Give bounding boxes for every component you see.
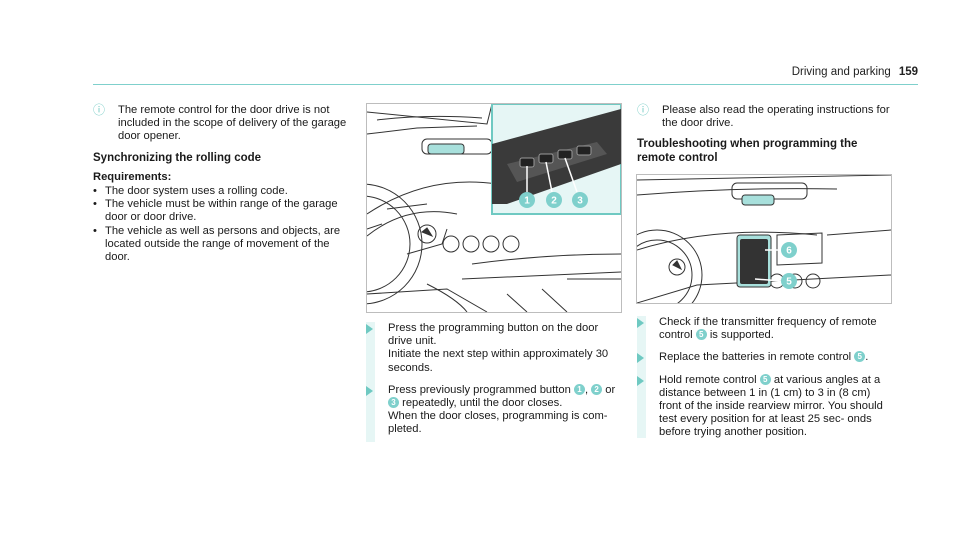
- step-text-part: ,: [584, 383, 589, 396]
- step-stripe: [366, 322, 375, 442]
- note-text: The remote control for the door drive is…: [118, 104, 347, 143]
- dashboard-illustration: 6 5: [637, 175, 891, 303]
- list-item: The vehicle must be within range of the …: [93, 198, 348, 224]
- dashboard-illustration: 1 2 3: [367, 104, 621, 312]
- section-heading: Troubleshooting when programming the rem…: [637, 138, 858, 164]
- step-item: Press previously programmed button 1, 2 …: [366, 383, 622, 437]
- step-text-part: is supported.: [709, 329, 774, 342]
- page-header: Driving and parking 159: [792, 66, 918, 78]
- callout-6: 6: [786, 246, 792, 257]
- callout-5: 5: [786, 277, 792, 288]
- column-3: ⓘ Please also read the operating instruc…: [637, 103, 893, 171]
- step-item: Press the programming button on the door…: [366, 322, 622, 375]
- step-item: Replace the batteries in remote control …: [637, 351, 893, 364]
- column-2: Press the programming button on the door…: [366, 322, 622, 446]
- step-text-part: .: [865, 351, 869, 364]
- step-text-part: Press previously programmed button: [388, 383, 571, 396]
- step-text-part: at various angles at a distance between …: [659, 373, 883, 439]
- badge-5: 5: [854, 351, 866, 363]
- requirements-title: Requirements:: [93, 170, 172, 183]
- arrow-icon: [637, 318, 644, 328]
- arrow-icon: [637, 375, 644, 386]
- step-text-part: Check if the transmitter frequency of re…: [659, 316, 877, 342]
- figure-rearview-mirror-buttons: 1 2 3: [366, 103, 622, 313]
- callout-2: 2: [551, 196, 557, 207]
- step-text-part: repeatedly, until the door closes.: [402, 397, 563, 410]
- badge-3: 3: [388, 397, 399, 409]
- list-item: The vehicle as well as persons and objec…: [93, 225, 348, 265]
- callout-1: 1: [524, 196, 530, 207]
- callout-3: 3: [577, 196, 583, 207]
- step-item: Hold remote control 5 at various angles …: [637, 373, 893, 440]
- badge-5: 5: [695, 329, 707, 341]
- section-heading: Synchronizing the rolling code: [93, 151, 262, 164]
- info-icon: ⓘ: [637, 103, 650, 117]
- page-number: 159: [898, 66, 918, 78]
- step-text: Press the programming button on the door…: [388, 322, 599, 348]
- arrow-icon: [366, 324, 373, 334]
- list-item: The door system uses a rolling code.: [93, 185, 348, 198]
- step-item: Check if the transmitter frequency of re…: [637, 316, 893, 342]
- badge-5: 5: [759, 373, 771, 385]
- badge-2: 2: [591, 383, 603, 395]
- badge-1: 1: [573, 383, 585, 395]
- info-note: ⓘ The remote control for the door drive …: [93, 103, 348, 144]
- arrow-icon: [366, 385, 373, 396]
- header-rule: [93, 84, 918, 85]
- column-1: ⓘ The remote control for the door drive …: [93, 103, 348, 264]
- step-text: When the door closes, programming is com…: [388, 410, 608, 436]
- figure-remote-control: 6 5: [636, 174, 892, 304]
- note-text: Please also read the operating instructi…: [662, 104, 890, 130]
- step-text-part: Replace the batteries in remote control: [659, 351, 852, 364]
- step-text-part: or: [605, 383, 616, 396]
- info-note: ⓘ Please also read the operating instruc…: [637, 103, 893, 130]
- info-icon: ⓘ: [93, 103, 106, 117]
- arrow-icon: [637, 353, 644, 364]
- step-text: Press previously programmed button 1, 2 …: [388, 383, 622, 410]
- requirements-list: The door system uses a rolling code. The…: [93, 185, 348, 264]
- column-3-steps: Check if the transmitter frequency of re…: [637, 316, 893, 449]
- step-text-part: Hold remote control: [659, 373, 757, 386]
- step-text: Initiate the next step within approximat…: [388, 348, 609, 374]
- section-title: Driving and parking: [791, 66, 891, 78]
